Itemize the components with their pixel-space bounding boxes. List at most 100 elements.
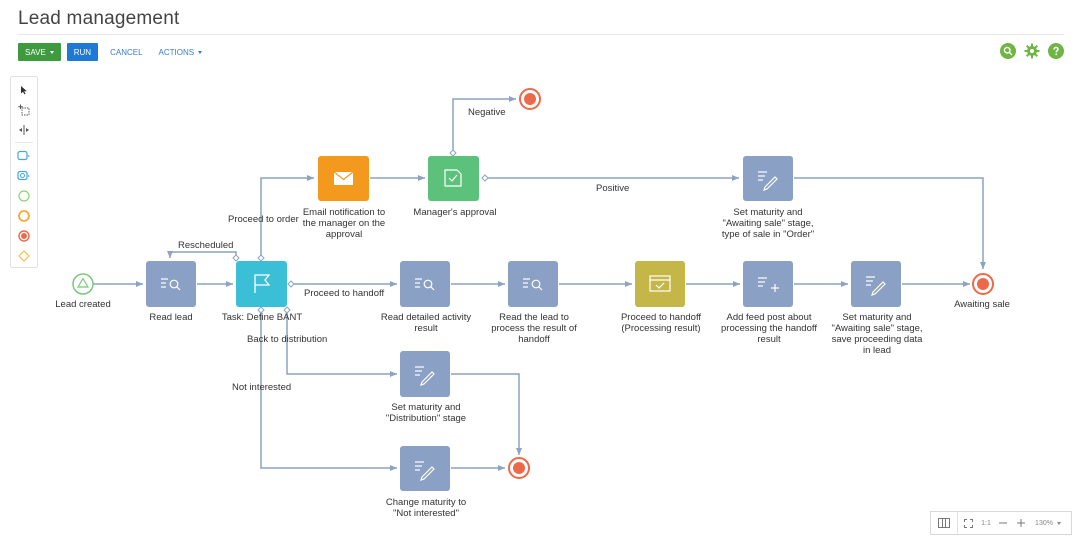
help-icon[interactable] <box>1048 43 1064 59</box>
label-awaiting-sale: Awaiting sale <box>954 299 1010 310</box>
label-read-lead-process: Read the lead to process the result of h… <box>491 312 577 345</box>
task-define-bant[interactable] <box>236 261 287 307</box>
edit-data-icon <box>866 276 886 296</box>
task-read-lead-process[interactable] <box>508 261 558 307</box>
actions-label: ACTIONS <box>158 47 195 57</box>
zoom-controls: 1:1 130% <box>930 511 1072 535</box>
gateway-icon[interactable] <box>15 248 33 264</box>
end-event-icon[interactable] <box>15 228 33 244</box>
task-managers-approval[interactable] <box>428 156 479 201</box>
layout-toggle-icon[interactable] <box>931 512 958 534</box>
read-data-icon <box>161 278 181 291</box>
top-right-icons <box>1000 43 1064 59</box>
palette-divider <box>15 142 33 143</box>
label-read-detailed: Read detailed activity result <box>380 312 472 334</box>
condition-diamond <box>481 174 489 182</box>
toolbar: SAVE RUN CANCEL ACTIONS <box>18 43 212 61</box>
condition-diamond <box>449 149 457 157</box>
label-managers-approval: Manager's approval <box>413 207 497 218</box>
edge-rescheduled[interactable] <box>167 251 237 258</box>
fit-screen-icon[interactable] <box>958 512 978 534</box>
chevron-down-icon <box>1056 521 1061 525</box>
edge-label-negative: Negative <box>468 107 506 118</box>
label-lead-created: Lead created <box>55 299 111 310</box>
edge-label-rescheduled: Rescheduled <box>178 240 234 251</box>
label-set-maturity-order: Set maturity and "Awaiting sale" stage, … <box>721 207 815 240</box>
connectors <box>93 96 986 471</box>
edit-data-icon <box>758 171 778 191</box>
edge-label-back-to-distribution: Back to distribution <box>247 334 328 345</box>
start-event[interactable] <box>72 273 94 295</box>
triangle-icon <box>76 277 90 288</box>
task-proceed-handoff[interactable] <box>635 261 685 307</box>
edge-label-proceed-to-handoff: Proceed to handoff <box>304 288 385 299</box>
chevron-down-icon <box>198 50 203 54</box>
zoom-level-dropdown[interactable]: 130% <box>1030 512 1066 534</box>
task-add-feed-post[interactable] <box>743 261 793 307</box>
title-divider <box>18 34 1064 35</box>
start-event-icon[interactable] <box>15 188 33 204</box>
zoom-out-icon[interactable] <box>994 512 1012 534</box>
edge-order-awaiting[interactable] <box>794 177 986 269</box>
task-set-maturity-distribution[interactable] <box>400 351 450 397</box>
condition-diamond <box>283 306 291 314</box>
add-data-icon <box>758 277 779 292</box>
read-data-icon <box>523 278 543 291</box>
task-change-maturity[interactable] <box>400 446 450 491</box>
end-event-negative[interactable] <box>519 88 541 110</box>
space-tool-icon[interactable] <box>15 122 33 138</box>
task-email-notification[interactable] <box>318 156 369 201</box>
intermediate-event-icon[interactable] <box>15 208 33 224</box>
flag-icon <box>254 274 271 293</box>
save-label: SAVE <box>25 47 46 57</box>
user-task-icon[interactable] <box>15 148 33 164</box>
edit-data-icon <box>415 461 435 481</box>
cancel-button[interactable]: CANCEL <box>110 47 143 57</box>
task-read-detailed[interactable] <box>400 261 450 307</box>
edge-label-positive: Positive <box>596 183 630 194</box>
edge-label-proceed-to-order: Proceed to order <box>228 214 299 225</box>
read-data-icon <box>415 278 435 291</box>
save-button[interactable]: SAVE <box>18 43 61 61</box>
page-check-icon <box>649 275 671 292</box>
gateway-diamonds <box>232 149 489 314</box>
edge-label-not-interested: Not interested <box>232 382 292 393</box>
chevron-down-icon <box>49 50 54 54</box>
label-proceed-handoff: Proceed to handoff (Processing result) <box>620 312 702 334</box>
actual-size-button[interactable]: 1:1 <box>981 519 991 527</box>
search-icon[interactable] <box>1000 43 1016 59</box>
label-read-lead: Read lead <box>149 312 193 323</box>
condition-diamond <box>257 254 265 262</box>
envelope-icon <box>333 171 354 185</box>
condition-diamond <box>257 306 265 314</box>
run-button[interactable]: RUN <box>66 43 99 61</box>
zoom-in-icon[interactable] <box>1012 512 1030 534</box>
condition-diamond <box>287 280 295 288</box>
label-email-notification: Email notification to the manager on the… <box>302 207 386 240</box>
edge-distribution-end[interactable] <box>451 373 522 455</box>
lasso-tool-icon[interactable] <box>15 102 33 118</box>
edge-proceed-to-order[interactable] <box>260 175 314 258</box>
gear-icon[interactable] <box>1024 43 1040 59</box>
label-change-maturity: Change maturity to "Not interested" <box>385 497 467 519</box>
edit-data-icon <box>415 366 435 386</box>
element-palette <box>10 76 38 268</box>
page-title: Lead management <box>18 8 180 29</box>
edge-back-to-distribution[interactable] <box>286 310 397 377</box>
approval-icon <box>444 169 462 187</box>
end-event-awaiting-sale[interactable] <box>972 273 994 295</box>
task-read-lead[interactable] <box>146 261 196 307</box>
zoom-level: 130% <box>1035 519 1053 527</box>
label-add-feed-post: Add feed post about processing the hando… <box>721 312 817 345</box>
condition-diamond <box>232 254 240 262</box>
end-event-distribution[interactable] <box>508 457 530 479</box>
edge-not-interested[interactable] <box>260 310 397 471</box>
actions-menu[interactable]: ACTIONS <box>159 48 203 57</box>
pointer-tool-icon[interactable] <box>15 82 33 98</box>
edge-negative[interactable] <box>452 96 516 153</box>
task-set-maturity-order[interactable] <box>743 156 793 201</box>
system-task-icon[interactable] <box>15 168 33 184</box>
label-set-maturity-save: Set maturity and "Awaiting sale" stage, … <box>831 312 923 356</box>
task-set-maturity-save[interactable] <box>851 261 901 307</box>
